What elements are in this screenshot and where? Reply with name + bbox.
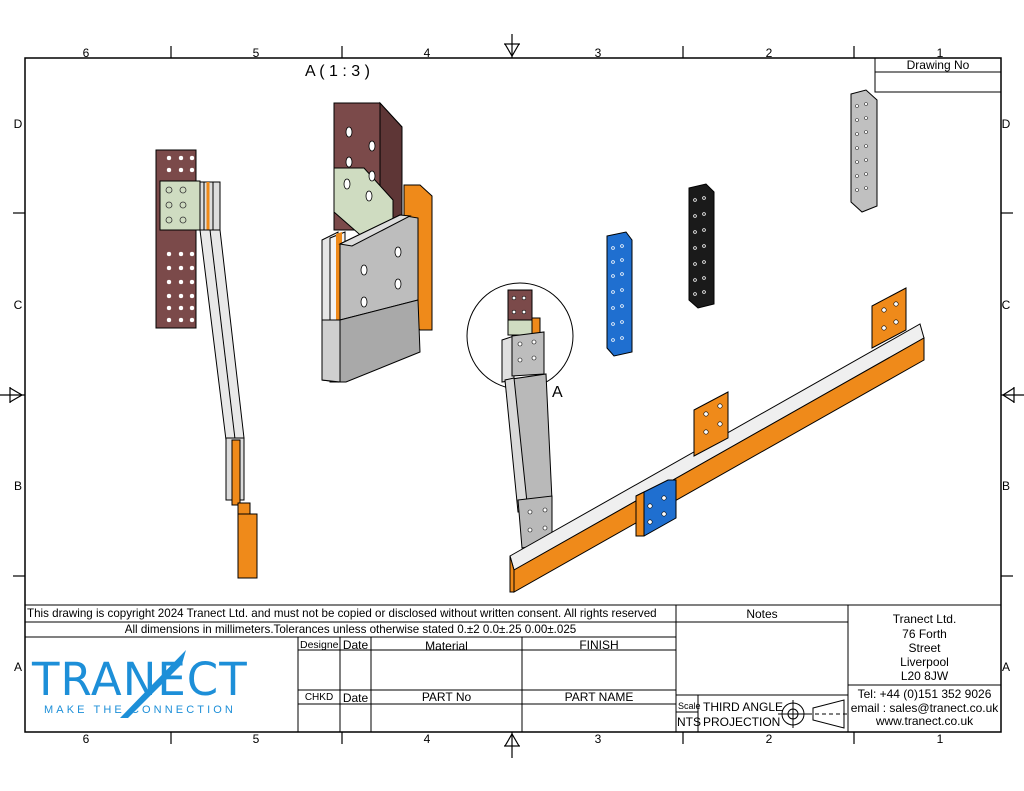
zone-row-a-left: A — [13, 660, 22, 674]
zone-row-d-right: D — [1001, 117, 1011, 131]
date-label: Date — [342, 638, 369, 652]
company-address-1: 76 Forth — [902, 627, 947, 641]
designed-label: Designe — [300, 639, 339, 651]
projection-line-2: PROJECTION — [703, 715, 781, 729]
company-address-2: Street — [908, 641, 941, 655]
zone-row-c-left: C — [13, 298, 23, 312]
notes-label: Notes — [746, 607, 778, 621]
detail-view-label: A ( 1 : 3 ) — [305, 63, 370, 80]
company-tel: Tel: +44 (0)151 352 9026 — [857, 687, 992, 701]
company-email: email : sales@tranect.co.uk — [850, 701, 999, 715]
company-city: Liverpool — [900, 655, 949, 669]
part-no-label: PART No — [421, 690, 472, 704]
zone-col-5-bottom: 5 — [252, 732, 260, 746]
company-name: Tranect Ltd. — [892, 612, 957, 626]
logo-wordmark: TRANECT — [32, 653, 248, 706]
zone-row-a-right: A — [1001, 660, 1010, 674]
logo-tagline: MAKE THE CONNECTION — [44, 704, 236, 716]
zone-col-5-top: 5 — [252, 46, 260, 60]
projection-line-1: THIRD ANGLE — [703, 700, 784, 714]
zone-ticks — [13, 46, 1013, 744]
isometric-assembly — [466, 89, 925, 593]
detail-view-a — [321, 101, 433, 383]
zone-row-b-left: B — [13, 479, 22, 493]
tolerance-notice: All dimensions in millimeters.Tolerances… — [124, 623, 577, 636]
detail-callout-label: A — [552, 384, 563, 401]
zone-row-d-left: D — [13, 117, 23, 131]
material-label: Material — [425, 639, 468, 653]
drawing-no-label: Drawing No — [906, 58, 970, 72]
centering-arrows — [0, 34, 1024, 758]
zone-col-2-top: 2 — [765, 46, 773, 60]
part-name-label: PART NAME — [564, 690, 634, 704]
checked-label: CHKD — [304, 692, 334, 703]
copyright-notice: This drawing is copyright 2024 Tranect L… — [27, 607, 657, 620]
date-label-2: Date — [342, 691, 369, 705]
title-block-grid — [25, 57, 1002, 732]
zone-col-4-top: 4 — [423, 46, 431, 60]
zone-col-1-top: 1 — [936, 46, 944, 60]
side-view-assembly — [155, 149, 258, 579]
zone-col-3-top: 3 — [594, 46, 602, 60]
zone-col-3-bottom: 3 — [594, 732, 602, 746]
projection-symbol — [778, 699, 848, 729]
company-web: www.tranect.co.uk — [875, 714, 974, 728]
finish-label: FINISH — [579, 638, 619, 652]
scale-label: Scale — [678, 701, 701, 711]
zone-col-2-bottom: 2 — [765, 732, 773, 746]
zone-row-b-right: B — [1001, 479, 1010, 493]
zone-col-6-top: 6 — [82, 46, 90, 60]
scale-value: NTS — [677, 715, 701, 729]
company-logo: TRANECT — [32, 655, 292, 705]
zone-row-c-right: C — [1001, 298, 1011, 312]
zone-col-4-bottom: 4 — [423, 732, 431, 746]
logo-swoosh-icon — [120, 650, 186, 718]
company-postcode: L20 8JW — [900, 669, 949, 683]
zone-col-6-bottom: 6 — [82, 732, 90, 746]
zone-col-1-bottom: 1 — [936, 732, 944, 746]
